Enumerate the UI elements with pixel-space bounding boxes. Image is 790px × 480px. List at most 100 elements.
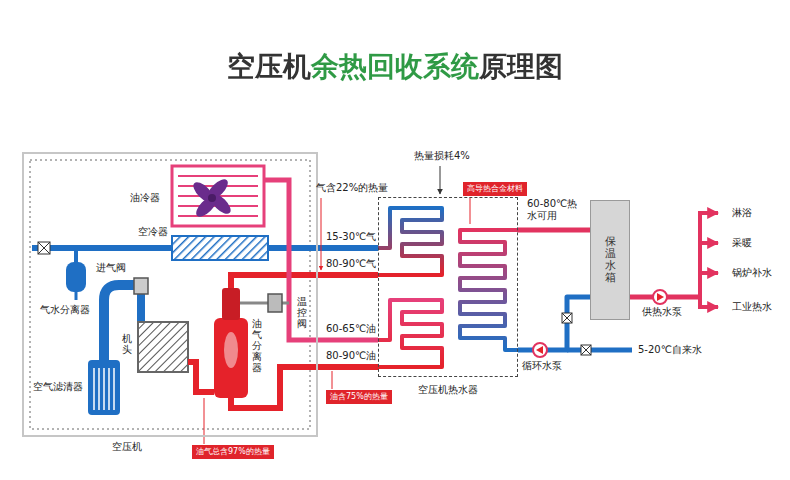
water-coil [460,230,518,350]
leader-line [332,371,333,389]
branch-arrow [700,241,718,245]
part-label: 机头 [122,333,132,355]
part-label: 供热水泵 [642,306,682,318]
intake-to-head [137,294,145,322]
callout-box: 油气总含97%的热量 [192,445,274,459]
oil-separator [214,288,248,398]
part-label: 锅炉补水 [732,267,772,279]
cooler-oil-pipe [264,180,318,340]
gas-coil [378,208,442,275]
callout-box: 油含75%的热量 [326,390,392,404]
tank-label: 保温水箱 [605,236,616,284]
separator-body [214,318,248,398]
valve-cross [562,313,572,323]
part-label: 进气阀 [96,262,126,274]
callout-box: 高导热合金材料 [463,182,527,196]
pipe-label: 15-30℃气 [326,231,376,243]
branch-arrow [700,211,718,215]
valve-symbol [562,313,572,323]
part-label: 工业热水 [732,301,772,313]
cooler-frame [172,166,264,226]
intake-pipe [104,285,134,360]
part-label: 温控阀 [297,296,307,329]
oil-cooler [172,166,264,226]
valve-cross [581,345,591,355]
branch-arrow [700,271,718,275]
pipe-label: 60-65℃油 [326,323,376,335]
branch-arrow [700,305,718,309]
fan [190,176,234,220]
pipe-connector [318,245,378,251]
part-label: 5-20℃自来水 [638,344,702,356]
thermo-valve [268,294,282,312]
pipe-label: 60-80℃热 水可用 [527,198,585,222]
pump-triangle [657,293,664,301]
pipe-label: 80-90℃油 [326,350,376,362]
intake-valve [134,278,148,294]
title-bar: 空压机余热回收系统原理图 [0,50,790,84]
valve-cross [38,242,50,254]
pipe-connector [518,228,590,233]
part-label: 气水分离器 [40,304,90,316]
callout-text: 油含75%的热量 [330,392,388,402]
branch-arrows [700,213,718,307]
valve-symbol [581,345,591,355]
part-label: 淋浴 [732,207,752,219]
pipe-connector [318,364,378,370]
pipe-connector [518,297,590,350]
pipe-label: 循环水泵 [522,360,562,372]
part-label: 空气滤清器 [33,381,83,393]
pump-body [533,343,547,357]
valve-box [562,313,572,323]
separator-cap [222,288,240,320]
separator-drop [74,251,78,262]
part-label: 气含22%的热量 [316,182,388,194]
air-filter [88,360,120,415]
oil-coil [378,300,442,367]
part-label: 热量损耗4% [414,150,470,162]
fan-blade [204,176,231,203]
pipe-connector [318,272,378,278]
cooler-fins [178,176,258,216]
air-cooler [172,236,268,260]
valve-symbol [38,242,50,254]
hot-gas-out [231,275,318,288]
filter-body [88,360,120,415]
branch-riser [698,211,702,309]
heat-exchanger: 空压机热水器 [378,197,518,377]
exchanger-coils [378,208,518,367]
compressor-head [138,322,188,372]
part-label: 油冷器 [130,192,160,204]
leader-line [440,166,441,194]
water-separator [66,262,86,292]
head-to-separator [188,362,214,392]
callout-text: 油气总含97%的热量 [196,447,270,457]
pump-symbol [653,290,667,304]
valve-box [38,242,50,254]
callout-text: 高导热合金材料 [467,184,523,194]
filter-ribs [94,368,114,410]
tap-water-line [567,348,632,353]
housing-heading: 空压机 [112,441,142,453]
pump-symbol [533,343,547,357]
leader-line [470,198,471,224]
pipe-label: 80-90℃气 [326,258,376,270]
part-label: 油气分离器 [252,318,262,373]
compressor-housing: 空压机 [22,152,318,437]
separator-core [224,332,238,368]
separator-drain [75,292,78,300]
leader-line [204,398,205,444]
pump-triangle [536,346,543,354]
storage-tank: 保温水箱 [590,200,630,320]
exchanger-heading: 空压机热水器 [418,384,478,396]
pump-body [653,290,667,304]
part-label: 空冷器 [138,226,168,238]
fan-hub [208,194,216,202]
part-label: 采暖 [732,237,752,249]
leader-lines [204,166,470,444]
inner-dashed-frame [30,160,310,429]
diagram-title: 空压机余热回收系统原理图 [227,50,563,84]
leader-line [321,198,322,270]
valve-box [581,345,591,355]
pipe-connector [318,338,378,343]
